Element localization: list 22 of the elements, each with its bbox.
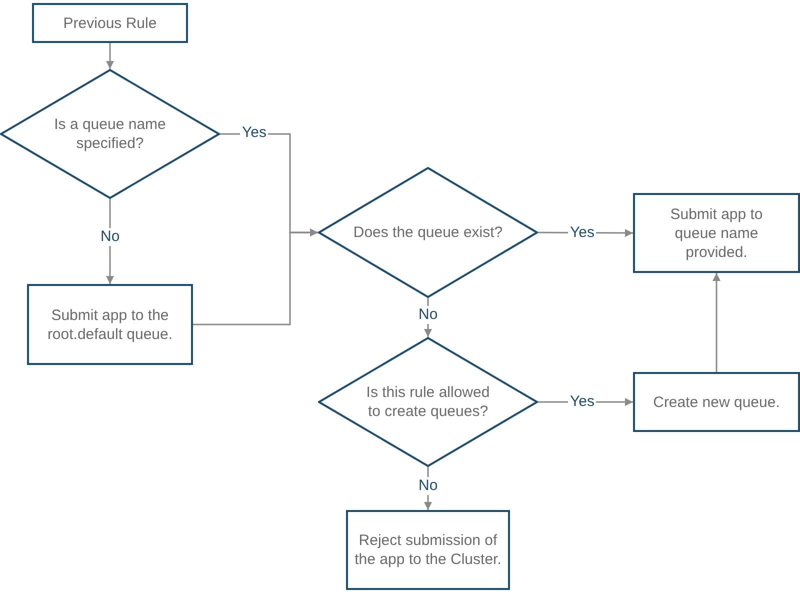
process-box bbox=[633, 372, 800, 432]
node-text: Is a queue name specified? bbox=[53, 115, 167, 153]
arrow bbox=[106, 43, 114, 69]
edge-label: No bbox=[416, 306, 440, 324]
arrow bbox=[193, 228, 318, 326]
process-box bbox=[346, 510, 510, 590]
node-text: Reject submission of the app to the Cluster. bbox=[354, 531, 502, 569]
arrow bbox=[712, 273, 720, 372]
decision-diamond bbox=[0, 69, 220, 199]
decision-diamond bbox=[318, 337, 538, 467]
node-text: Is this rule allowed to create queues? bbox=[365, 383, 491, 421]
process-box bbox=[633, 193, 800, 273]
node-text: Does the queue exist? bbox=[352, 223, 504, 242]
edge-label: No bbox=[416, 477, 440, 495]
edge-label: No bbox=[98, 228, 122, 246]
node-text: Submit app to queue name provided. bbox=[669, 204, 764, 262]
node-text: Previous Rule bbox=[62, 14, 158, 32]
decision-diamond bbox=[318, 167, 538, 298]
node-text: Create new queue. bbox=[652, 392, 781, 412]
process-box bbox=[27, 284, 193, 365]
process-box bbox=[32, 3, 188, 43]
node-text: Submit app to the root.default queue. bbox=[46, 306, 174, 344]
